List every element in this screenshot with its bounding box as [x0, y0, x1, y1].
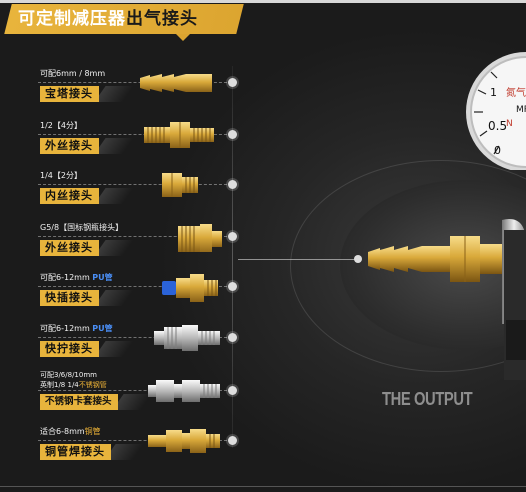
row-label: 外丝接头 — [40, 138, 99, 154]
row-divider — [38, 236, 232, 237]
caption-line-2: 英制1/8 1/4不锈钢管 — [40, 380, 107, 390]
row-caption: 可配6mm / 8mm — [40, 69, 106, 78]
label-tail — [94, 290, 134, 306]
caption-highlight: 不锈钢管 — [78, 381, 107, 389]
connector-column-line — [232, 66, 233, 448]
connector-row-male-half: 1/2【4分】 外丝接头 — [0, 118, 526, 162]
row-caption: 可配6-12mm PU管 — [40, 322, 113, 336]
cylinder-thread-fitting-image — [178, 224, 222, 252]
screw-fitting-image — [154, 325, 220, 351]
row-bullet — [228, 282, 237, 291]
female-thread-fitting-image — [162, 173, 198, 197]
row-divider — [38, 440, 232, 441]
caption-highlight: PU管 — [92, 273, 113, 282]
copper-weld-fitting-image — [148, 429, 220, 453]
gauge-mark-label: N — [506, 119, 513, 129]
barb-fitting-image — [140, 74, 212, 92]
push-in-fitting-image — [162, 274, 218, 302]
label-tail — [94, 341, 134, 357]
connector-row-pagoda: 可配6mm / 8mm 宝塔接头 — [0, 66, 526, 110]
row-label: 宝塔接头 — [40, 86, 99, 102]
gauge-scale-mid: 0.5 — [488, 119, 507, 133]
caption-prefix: 可配6-12mm — [40, 324, 93, 333]
row-caption: 可配6-12mm PU管 — [40, 271, 113, 285]
page-title: 可定制减压器出气接头 — [18, 6, 198, 32]
caption-prefix: 英制1/8 1/4 — [40, 381, 79, 389]
connector-row-ferrule: 可配3/6/8/10mm 英制1/8 1/4不锈钢管 不锈钢卡套接头 — [0, 371, 526, 418]
row-label: 不锈钢卡套接头 — [40, 394, 118, 410]
gauge-unit-label: MP — [516, 105, 526, 115]
row-bullet — [228, 180, 237, 189]
caption-highlight: 铜管 — [84, 427, 101, 436]
row-bullet — [228, 78, 237, 87]
row-label: 铜管焊接头 — [40, 444, 111, 460]
pressure-gauge: 0.5 1 0 氮气 MP N — [436, 50, 526, 174]
gauge-gas-label: 氮气 — [506, 86, 526, 99]
row-divider — [38, 390, 232, 391]
caption-prefix: 适合6-8mm — [40, 427, 85, 436]
connector-row-copper: 适合6-8mm铜管 铜管焊接头 — [0, 424, 526, 468]
label-tail — [94, 240, 134, 256]
label-tail — [94, 138, 134, 154]
output-pointer-dot — [354, 255, 362, 263]
connector-row-female: 1/4【2分】 内丝接头 — [0, 168, 526, 212]
caption-prefix: 可配6-12mm — [40, 273, 93, 282]
row-label: 外丝接头 — [40, 240, 99, 256]
row-divider — [38, 337, 232, 338]
label-tail — [94, 188, 134, 204]
connector-row-push-in: 可配6-12mm PU管 快插接头 — [0, 270, 526, 314]
row-bullet — [228, 232, 237, 241]
row-divider — [38, 82, 232, 83]
label-tail — [94, 86, 134, 102]
connector-row-cylinder: G5/8【国标钢瓶接头】 外丝接头 — [0, 220, 526, 264]
row-label: 快拧接头 — [40, 341, 99, 357]
row-caption: G5/8【国标钢瓶接头】 — [40, 223, 124, 232]
row-caption: 1/2【4分】 — [40, 121, 82, 130]
bottom-divider — [0, 486, 526, 487]
caption-line-1: 可配3/6/8/10mm — [40, 371, 97, 379]
male-thread-fitting-image — [144, 122, 214, 148]
row-caption: 适合6-8mm铜管 — [40, 425, 101, 439]
row-divider — [38, 184, 232, 185]
row-caption: 可配3/6/8/10mm 英制1/8 1/4不锈钢管 — [40, 370, 107, 390]
regulator-body-image — [504, 230, 526, 380]
row-caption: 1/4【2分】 — [40, 171, 82, 180]
output-caption: THE OUTPUT — [382, 389, 473, 409]
row-label: 快插接头 — [40, 290, 99, 306]
output-pointer-line — [238, 259, 358, 260]
row-bullet — [228, 130, 237, 139]
title-dark-part: 出气接头 — [126, 9, 198, 29]
row-label: 内丝接头 — [40, 188, 99, 204]
title-light-part: 可定制减压器 — [18, 9, 126, 29]
title-pointer — [176, 34, 190, 41]
top-divider — [0, 0, 526, 3]
row-bullet — [228, 436, 237, 445]
ferrule-fitting-image — [148, 380, 220, 402]
row-bullet — [228, 386, 237, 395]
caption-highlight: PU管 — [92, 324, 113, 333]
gauge-scale-high: 1 — [490, 86, 497, 99]
gauge-scale-low: 0 — [494, 144, 501, 157]
row-bullet — [228, 333, 237, 342]
row-divider — [38, 286, 232, 287]
connector-row-screw: 可配6-12mm PU管 快拧接头 — [0, 321, 526, 365]
row-divider — [38, 134, 232, 135]
